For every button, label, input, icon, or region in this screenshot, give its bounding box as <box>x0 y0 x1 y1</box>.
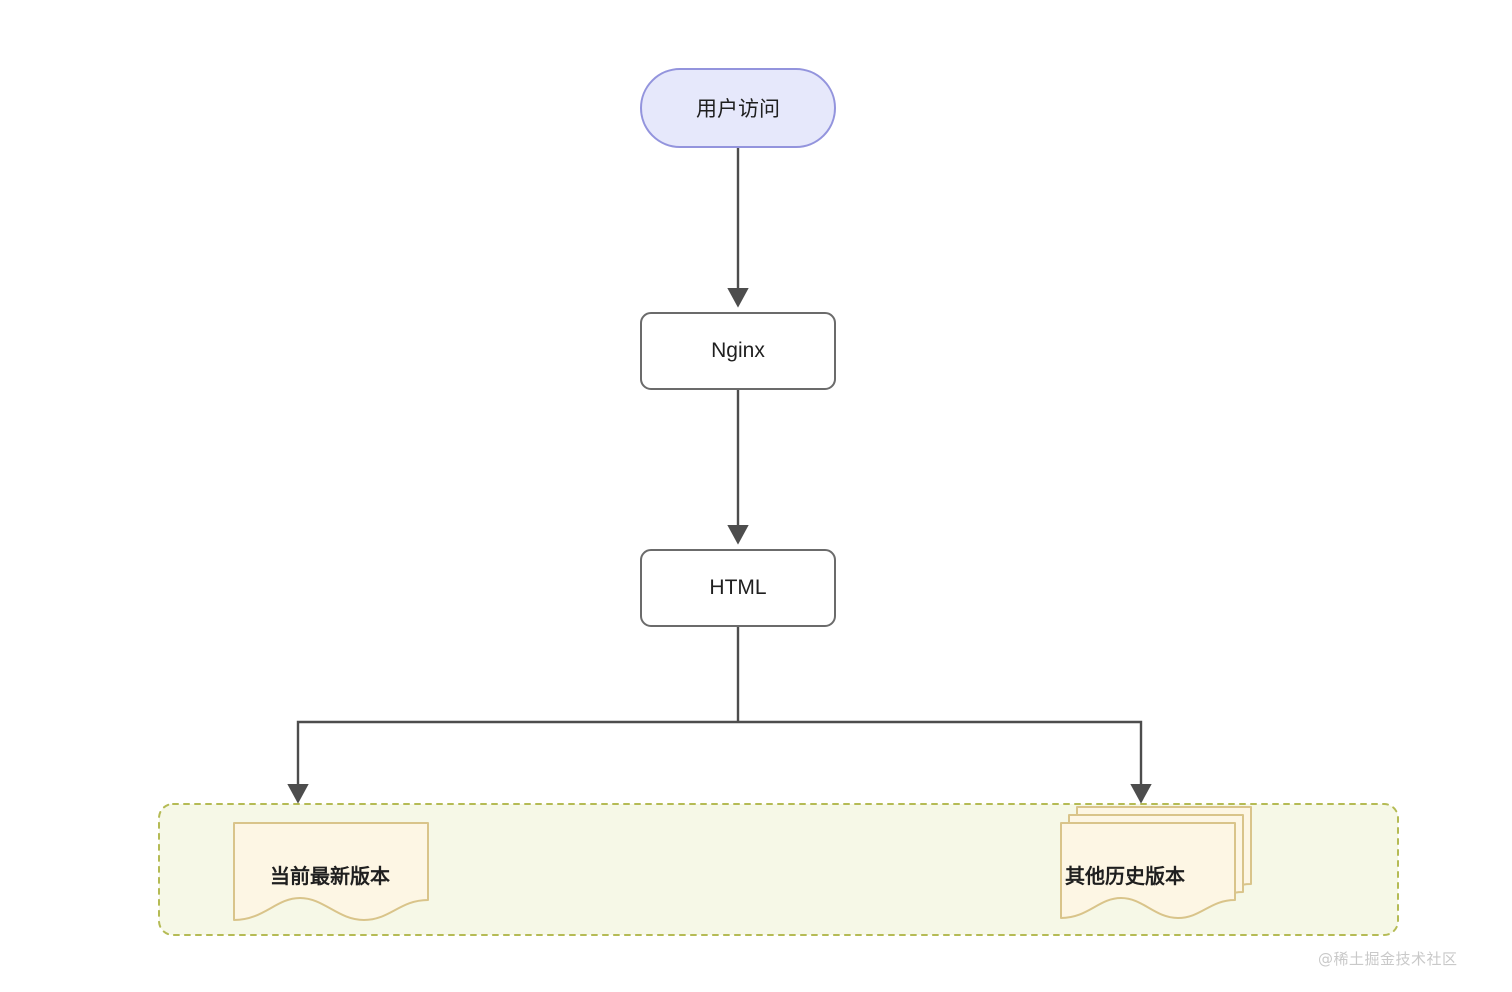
node-nginx[interactable] <box>640 312 836 390</box>
node-history-versions[interactable] <box>1060 806 1252 919</box>
edge-html-to-history-versions <box>738 720 1152 804</box>
watermark: @稀土掘金技术社区 <box>1318 950 1458 968</box>
node-html[interactable] <box>640 549 836 627</box>
edge-html-to-current-version <box>287 720 738 804</box>
history-versions-sheet-front <box>1060 822 1236 919</box>
node-user-access[interactable] <box>640 68 836 148</box>
node-current-version[interactable] <box>233 822 429 921</box>
